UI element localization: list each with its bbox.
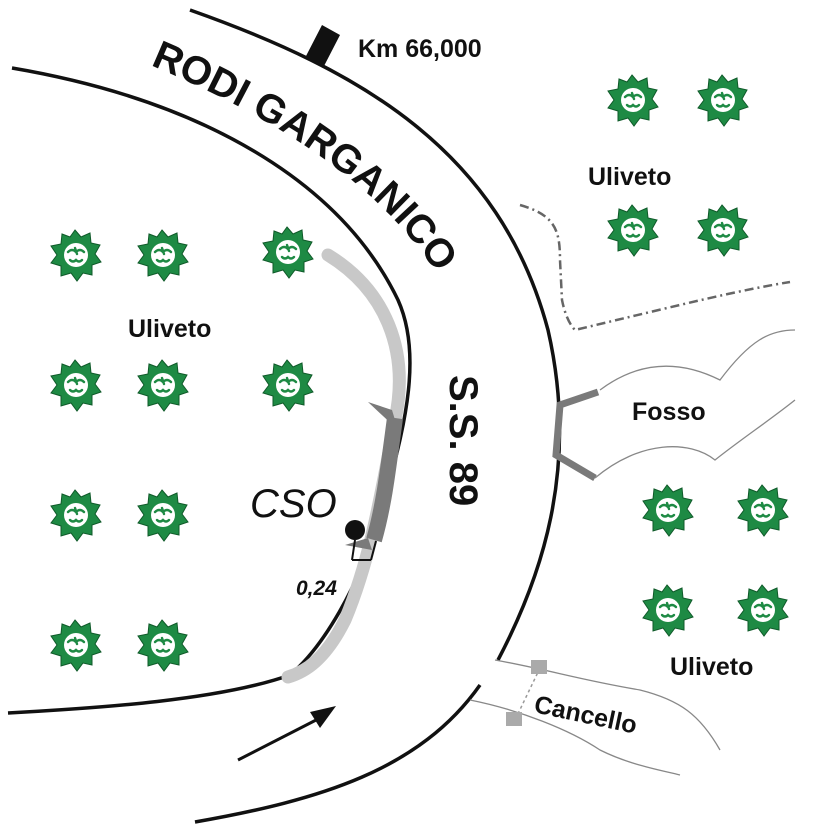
olive-tree-icon bbox=[696, 203, 750, 258]
gate-label: Cancello bbox=[532, 690, 640, 739]
olive-tree-icon bbox=[606, 73, 660, 128]
olive-tree-icon bbox=[261, 358, 315, 413]
olive-tree-icon bbox=[136, 618, 190, 673]
olive-tree-icon bbox=[136, 488, 190, 543]
olive-trees bbox=[49, 73, 790, 673]
olive-tree-icon bbox=[261, 225, 315, 280]
olive-tree-icon bbox=[136, 228, 190, 283]
ditch-label: Fosso bbox=[632, 398, 706, 426]
road-code-label: S.S. 89 bbox=[441, 375, 485, 506]
olive-tree-icon bbox=[736, 583, 790, 638]
km-marker-label: Km 66,000 bbox=[358, 35, 482, 63]
km-marker-icon bbox=[305, 25, 340, 68]
direction-arrow-icon bbox=[237, 706, 336, 762]
olive-tree-icon bbox=[641, 583, 695, 638]
olive-grove-label-w: Uliveto bbox=[128, 315, 211, 343]
ditch-outline bbox=[599, 329, 796, 391]
culvert-bracket bbox=[552, 388, 600, 482]
olive-tree-icon bbox=[696, 73, 750, 128]
cso-label: CSO bbox=[250, 482, 337, 526]
barrier-bracket-bottom bbox=[345, 538, 372, 550]
olive-grove-label-ne: Uliveto bbox=[588, 163, 671, 191]
barrier-dark bbox=[366, 416, 403, 543]
road-outer-edge-lower bbox=[194, 683, 482, 824]
olive-tree-icon bbox=[49, 618, 103, 673]
ditch-outline-lower bbox=[594, 399, 796, 479]
cso-distance-label: 0,24 bbox=[296, 577, 337, 600]
gate-icon bbox=[506, 660, 547, 726]
olive-tree-icon bbox=[49, 228, 103, 283]
olive-tree-icon bbox=[736, 483, 790, 538]
side-road-bottom bbox=[469, 699, 681, 776]
olive-tree-icon bbox=[641, 483, 695, 538]
road-outer-edge bbox=[189, 8, 562, 661]
olive-tree-icon bbox=[606, 203, 660, 258]
olive-tree-icon bbox=[49, 488, 103, 543]
property-boundary bbox=[519, 203, 791, 332]
barrier-bracket-top bbox=[368, 402, 398, 430]
olive-tree-icon bbox=[49, 358, 103, 413]
cso-point-icon bbox=[345, 520, 377, 561]
olive-grove-label-se: Uliveto bbox=[670, 653, 753, 681]
olive-tree-icon bbox=[136, 358, 190, 413]
